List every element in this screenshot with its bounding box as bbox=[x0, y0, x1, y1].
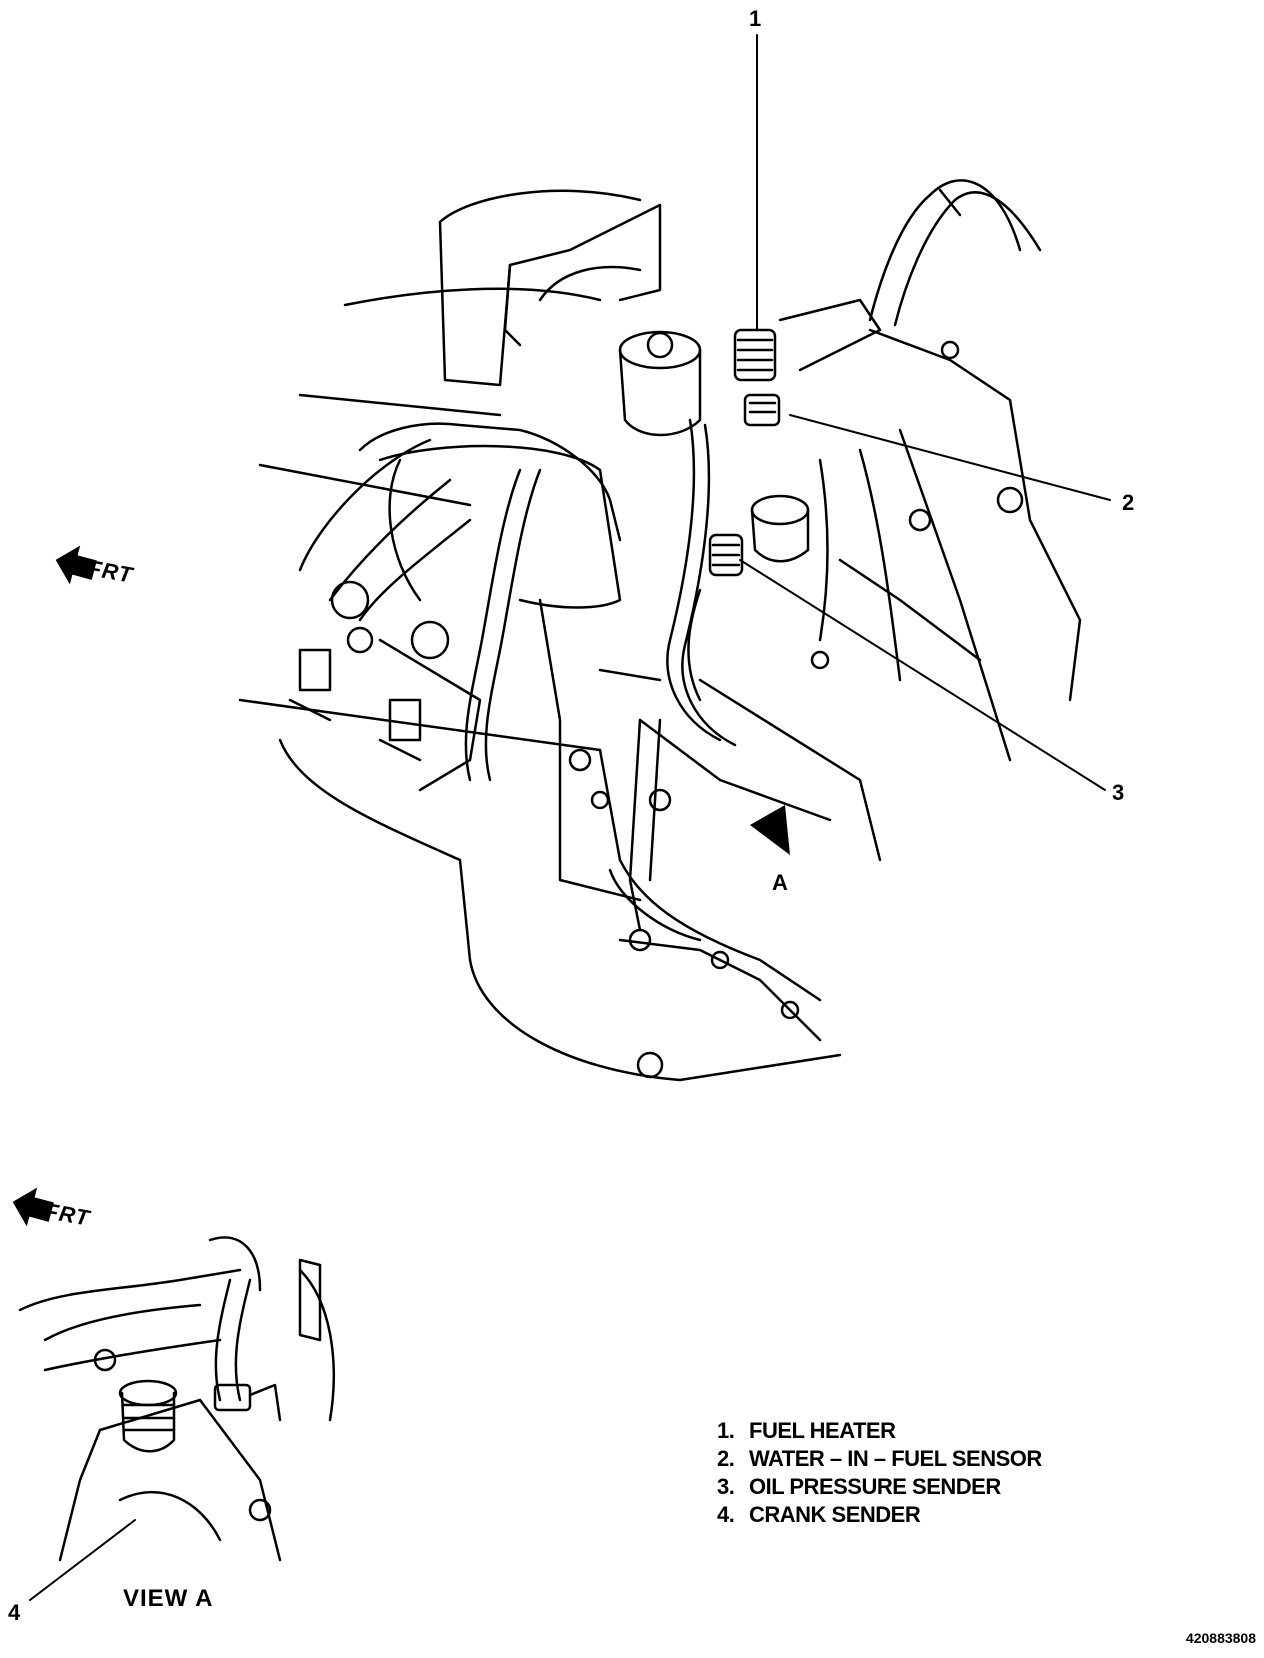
fuel-heater-part bbox=[733, 298, 882, 382]
legend-item: 2.WATER – IN – FUEL SENSOR bbox=[717, 1446, 1042, 1471]
oil-pressure-sender-part bbox=[687, 533, 744, 702]
legend: 1.FUEL HEATER 2.WATER – IN – FUEL SENSOR… bbox=[717, 1417, 1042, 1529]
bolts bbox=[568, 340, 1024, 810]
callout-3: 3 bbox=[1112, 780, 1125, 805]
valve-cover bbox=[298, 422, 622, 782]
legend-item: 1.FUEL HEATER bbox=[717, 1418, 896, 1443]
view-a-callout: A bbox=[772, 870, 788, 895]
water-in-fuel-sensor-part bbox=[743, 393, 781, 427]
front-arrow-icon-view bbox=[12, 1187, 54, 1227]
engine-block bbox=[238, 189, 1082, 1082]
front-arrow-icon bbox=[55, 545, 97, 585]
hose-top-right bbox=[868, 179, 1042, 327]
bracket bbox=[618, 718, 822, 1079]
view-a-inset bbox=[18, 1236, 335, 1562]
injectors bbox=[288, 580, 450, 762]
view-a-arrow-icon bbox=[750, 805, 790, 855]
view-a-title: VIEW A bbox=[123, 1585, 214, 1612]
callout-4: 4 bbox=[8, 1600, 21, 1625]
leader-lines bbox=[29, 34, 1111, 1601]
wiring-harness bbox=[666, 418, 902, 747]
callout-2: 2 bbox=[1122, 490, 1135, 515]
figure-id: 420883808 bbox=[1185, 1630, 1256, 1646]
fuel-filter bbox=[618, 330, 810, 563]
callout-1: 1 bbox=[749, 6, 762, 31]
legend-item: 3.OIL PRESSURE SENDER bbox=[717, 1474, 1001, 1499]
legend-item: 4.CRANK SENDER bbox=[717, 1502, 921, 1527]
